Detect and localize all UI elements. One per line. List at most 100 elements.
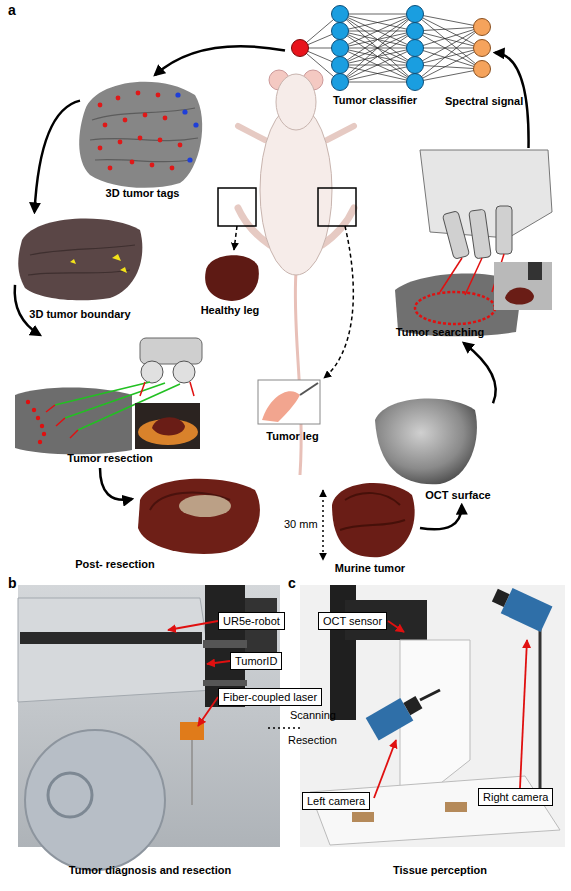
neural-network xyxy=(474,40,491,57)
resection-scene xyxy=(173,361,195,383)
perception-photo xyxy=(403,696,422,715)
search-scene xyxy=(505,288,534,305)
flow-arrow xyxy=(100,468,132,500)
search-scene xyxy=(469,209,492,259)
callout-text: UR5e-robot xyxy=(223,614,280,628)
robot-photo xyxy=(48,773,92,817)
resection-scene xyxy=(38,440,42,444)
perception-photo xyxy=(420,690,440,700)
tumor-tags-surface xyxy=(156,93,161,98)
neural-network xyxy=(292,40,309,57)
mouse-illustration xyxy=(318,188,356,226)
tumor-tags-surface xyxy=(118,140,123,145)
annotation-label: 30 mm xyxy=(284,518,318,531)
tumor-tags-surface xyxy=(150,163,155,168)
perception-photo xyxy=(400,640,470,790)
tumor-tags-surface xyxy=(90,108,198,162)
perception-photo xyxy=(310,776,560,845)
annotation-label: Resection xyxy=(288,734,337,747)
tumor-tags-surface xyxy=(187,157,192,162)
robot-photo xyxy=(168,621,230,726)
resection-scene xyxy=(40,424,44,428)
neural-network xyxy=(474,19,491,78)
stage-node: Tumor resection xyxy=(10,335,210,468)
search-scene xyxy=(442,206,512,259)
tumor-tags-surface xyxy=(116,96,121,101)
perception-photo xyxy=(388,621,404,632)
perception-photo xyxy=(366,691,426,741)
mouse-illustration xyxy=(234,226,237,250)
resection-scene xyxy=(26,400,46,444)
search-scene xyxy=(442,211,469,260)
tumor-specimens xyxy=(138,479,415,560)
neural-network xyxy=(474,61,491,78)
node-caption: 3D tumor boundary xyxy=(15,308,145,321)
stage-node: Tumor classifier xyxy=(285,2,495,110)
edge-label: Spectral signal xyxy=(445,95,523,108)
mouse-illustration xyxy=(218,188,256,226)
resection-scene xyxy=(32,408,36,412)
tumor-tags-surface xyxy=(136,91,141,96)
tumor-tags-surface xyxy=(79,82,202,188)
stage-node: Murine tumor xyxy=(320,478,420,578)
mouse-illustration xyxy=(205,255,259,301)
resection-scene xyxy=(15,338,202,454)
callout-box: Left camera xyxy=(302,792,370,810)
flow-arrow xyxy=(35,101,81,212)
perception-photo xyxy=(489,582,552,631)
resection-scene xyxy=(140,382,145,396)
resection-scene xyxy=(46,405,55,412)
tumor-tags-surface xyxy=(175,92,198,162)
tumor-tags-surface xyxy=(98,146,103,151)
panel-letter: c xyxy=(288,575,296,591)
perception-photo xyxy=(300,582,565,847)
resection-scene xyxy=(152,417,185,435)
neural-network xyxy=(474,19,491,36)
perception-photo xyxy=(300,585,565,847)
tumor-tags-surface xyxy=(130,160,135,165)
tumor-specimens xyxy=(138,479,260,554)
neural-network xyxy=(332,57,349,74)
mouse-illustration xyxy=(205,70,356,475)
neural-network xyxy=(407,57,424,74)
neural-network xyxy=(332,6,424,91)
tumor-specimens xyxy=(322,490,324,560)
neural-network xyxy=(332,6,349,23)
node-caption: Murine tumor xyxy=(320,562,420,575)
tumor-tags-surface xyxy=(98,103,103,108)
callout-box: OCT sensor xyxy=(318,612,387,630)
tumor-tags-surface xyxy=(158,138,163,143)
callout-box: TumorID xyxy=(230,652,282,670)
neural-network xyxy=(332,74,349,91)
perception-photo xyxy=(539,615,542,790)
flow-arrow xyxy=(155,46,285,75)
neural-network xyxy=(407,6,424,23)
perception-photo xyxy=(445,802,467,812)
tumor-tags-surface xyxy=(143,113,148,118)
node-caption: Tumor searching xyxy=(385,326,495,339)
callout-box: UR5e-robot xyxy=(218,612,285,630)
stage-node: Post- resection xyxy=(132,472,265,562)
neural-network xyxy=(332,23,349,40)
tumor-tags-surface xyxy=(108,166,113,171)
stage-node: Healthy leg xyxy=(195,248,265,320)
flow-arrow xyxy=(15,285,40,335)
mouse-illustration xyxy=(324,226,353,378)
robot-photo xyxy=(207,661,230,664)
callout-text: Fiber-coupled laser xyxy=(223,690,317,704)
perception-photo xyxy=(520,640,527,788)
neural-network xyxy=(407,23,424,40)
stage-node: 3D tumor tags xyxy=(80,75,205,203)
callout-text: TumorID xyxy=(235,654,277,668)
mouse-illustration xyxy=(295,272,301,475)
robot-photo xyxy=(191,740,193,805)
robot-photo xyxy=(203,640,247,648)
robot-photo xyxy=(18,598,214,702)
robot-photo xyxy=(198,697,218,726)
resection-scene xyxy=(15,388,132,455)
search-scene xyxy=(465,258,482,295)
resection-scene xyxy=(70,430,78,438)
stage-node: Tumor searching xyxy=(385,148,560,343)
